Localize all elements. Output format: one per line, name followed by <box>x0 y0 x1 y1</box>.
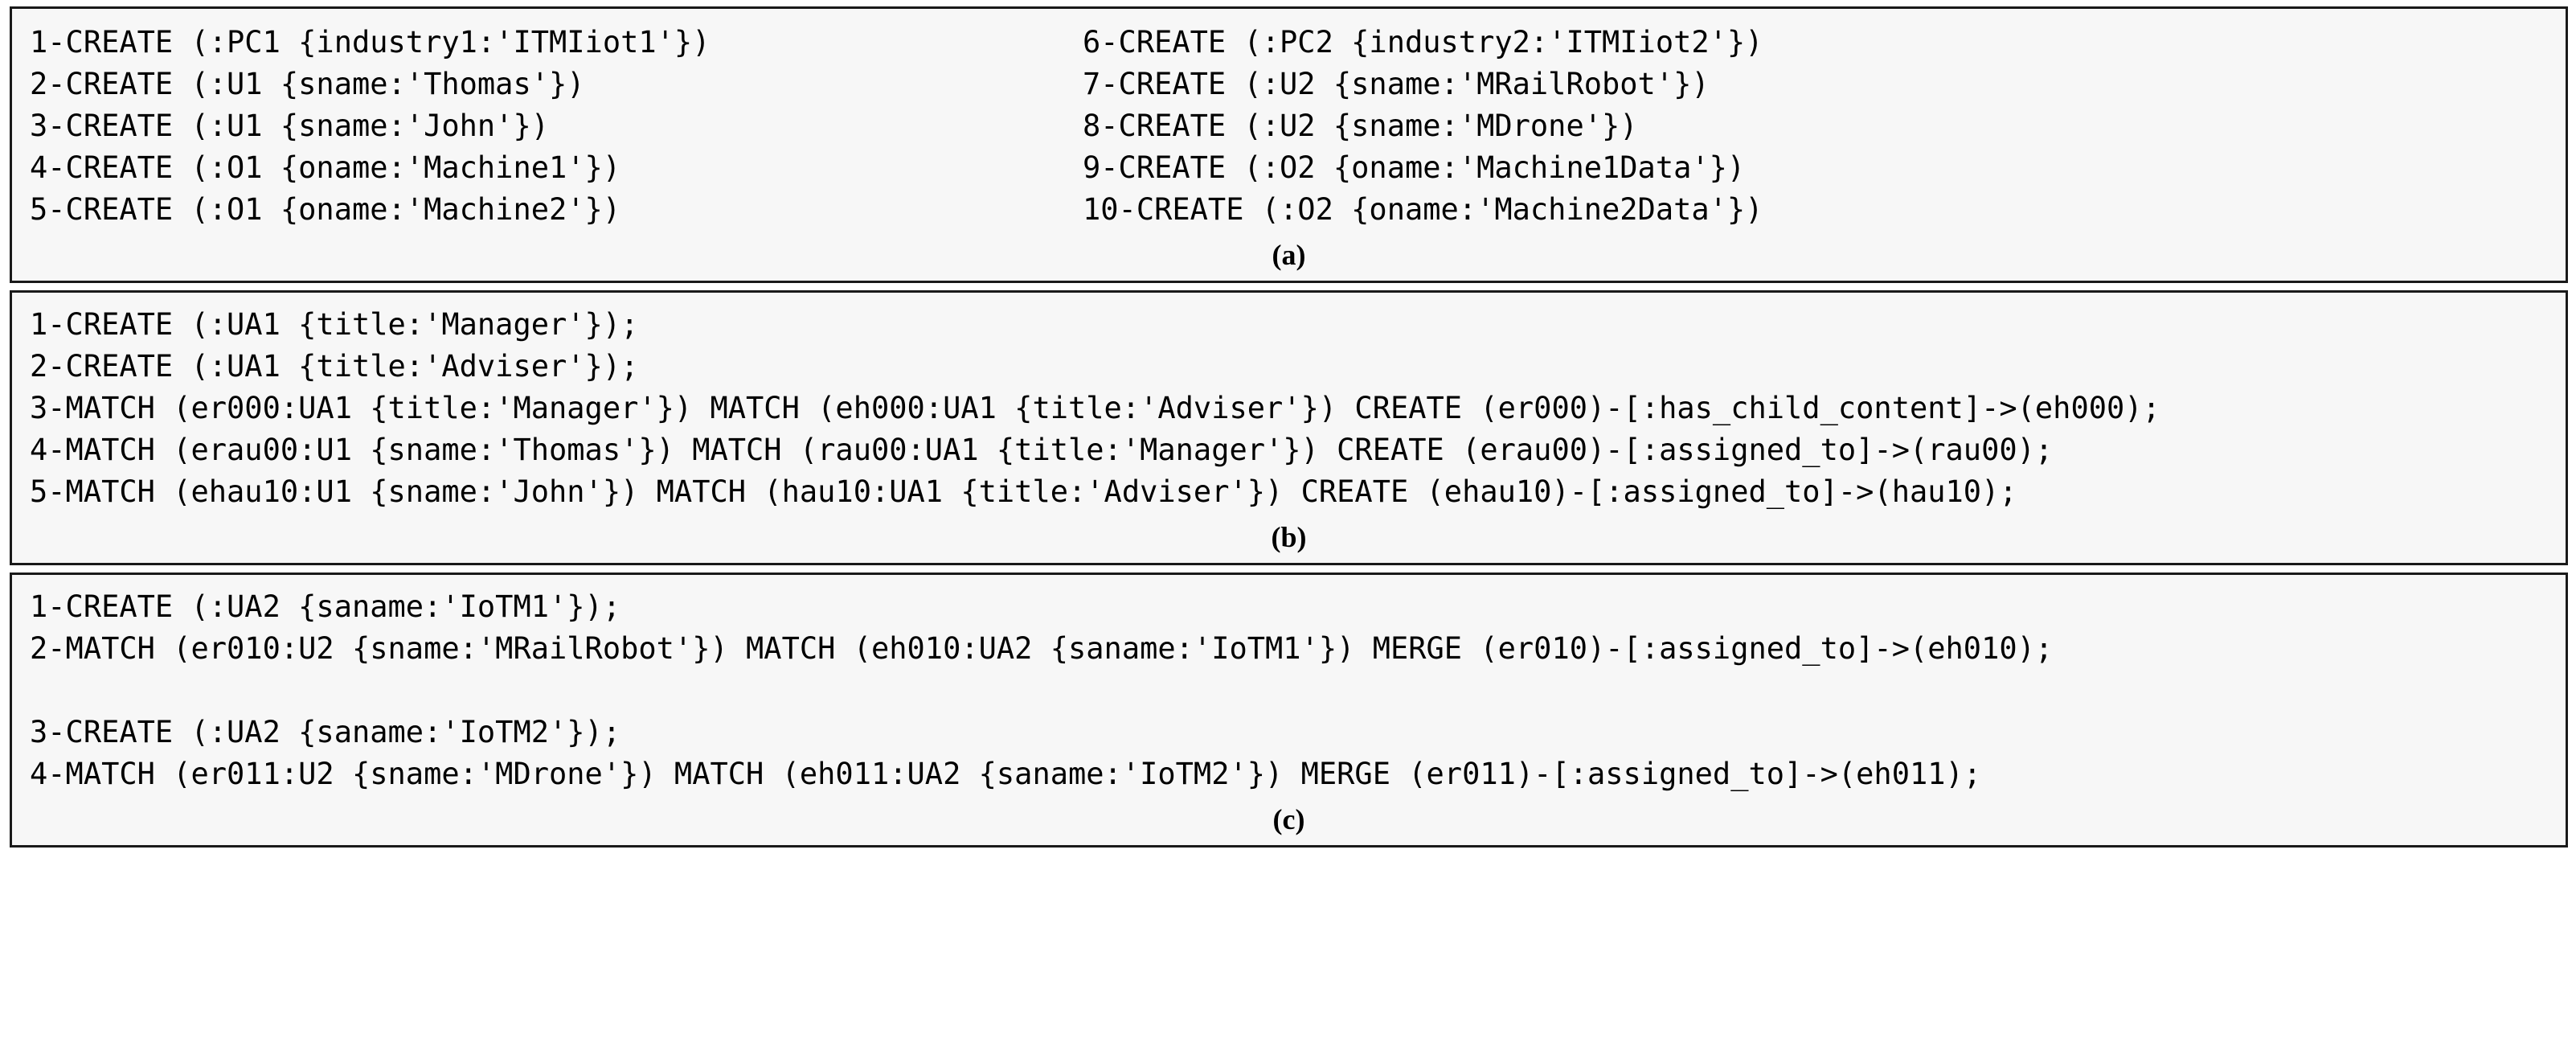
code-line: 10-CREATE (:O2 {oname:'Machine2Data'}) <box>1083 192 1763 227</box>
panel-caption-c: (c) <box>12 797 2566 845</box>
code-line: 5-MATCH (ehau10:U1 {sname:'John'}) MATCH… <box>30 474 2017 509</box>
code-panel-a-body: 1-CREATE (:PC1 {industry1:'ITMIiot1'}) 2… <box>12 9 2566 232</box>
code-line: 7-CREATE (:U2 {sname:'MRailRobot'}) <box>1083 67 1710 101</box>
code-line: 1-CREATE (:PC1 {industry1:'ITMIiot1'}) <box>30 25 711 60</box>
code-panel-c: 1-CREATE (:UA2 {saname:'IoTM1'}); 2-MATC… <box>10 573 2568 848</box>
code-line: 4-MATCH (erau00:U1 {sname:'Thomas'}) MAT… <box>30 433 2054 467</box>
code-panel-b-body: 1-CREATE (:UA1 {title:'Manager'}); 2-CRE… <box>12 293 2566 515</box>
code-line: 4-CREATE (:O1 {oname:'Machine1'}) <box>30 150 621 185</box>
code-line: 3-CREATE (:U1 {sname:'John'}) <box>30 109 550 143</box>
code-panel-a: 1-CREATE (:PC1 {industry1:'ITMIiot1'}) 2… <box>10 6 2568 283</box>
code-line: 2-MATCH (er010:U2 {sname:'MRailRobot'}) … <box>30 631 2054 666</box>
code-column-left: 1-CREATE (:PC1 {industry1:'ITMIiot1'}) 2… <box>30 22 1083 231</box>
panel-caption-b: (b) <box>12 515 2566 563</box>
two-column-layout: 1-CREATE (:PC1 {industry1:'ITMIiot1'}) 2… <box>30 22 2566 231</box>
code-panel-c-body: 1-CREATE (:UA2 {saname:'IoTM1'}); 2-MATC… <box>12 575 2566 797</box>
code-line: 3-MATCH (er000:UA1 {title:'Manager'}) MA… <box>30 391 2160 425</box>
code-line: 2-CREATE (:UA1 {title:'Adviser'}); <box>30 349 639 384</box>
code-line: 1-CREATE (:UA2 {saname:'IoTM1'}); <box>30 589 621 624</box>
code-line: 3-CREATE (:UA2 {saname:'IoTM2'}); <box>30 715 621 749</box>
code-line: 1-CREATE (:UA1 {title:'Manager'}); <box>30 307 639 342</box>
code-line: 4-MATCH (er011:U2 {sname:'MDrone'}) MATC… <box>30 757 1982 791</box>
code-line: 9-CREATE (:O2 {oname:'Machine1Data'}) <box>1083 150 1746 185</box>
code-column-right: 6-CREATE (:PC2 {industry2:'ITMIiot2'}) 7… <box>1083 22 2566 231</box>
code-line: 5-CREATE (:O1 {oname:'Machine2'}) <box>30 192 621 227</box>
code-panel-b: 1-CREATE (:UA1 {title:'Manager'}); 2-CRE… <box>10 290 2568 565</box>
code-blank-line <box>30 670 2566 712</box>
code-line: 6-CREATE (:PC2 {industry2:'ITMIiot2'}) <box>1083 25 1763 60</box>
panel-caption-a: (a) <box>12 232 2566 281</box>
code-line: 2-CREATE (:U1 {sname:'Thomas'}) <box>30 67 585 101</box>
code-line: 8-CREATE (:U2 {sname:'MDrone'}) <box>1083 109 1638 143</box>
